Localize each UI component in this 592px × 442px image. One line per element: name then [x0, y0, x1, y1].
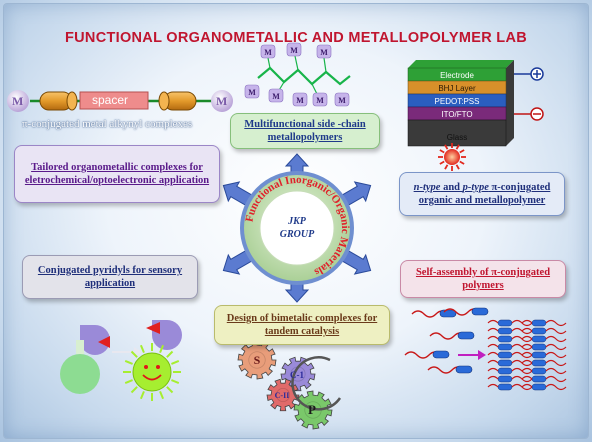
hub-circle: Functional Inorganic/Organic Materials J… [240, 171, 354, 285]
layer-electrode: Electrode [440, 71, 474, 80]
gear-icon [266, 378, 300, 412]
self-assembly-diagram [404, 307, 567, 391]
gear-label-p: P [308, 402, 316, 417]
device-stack: Electrode BHJ Layer PEDOT:PSS ITO/FTO Gl… [407, 60, 544, 147]
hub-arrow [340, 181, 372, 207]
cycle-arrow [291, 356, 342, 411]
metallopolymer-unit-label: M [248, 88, 256, 97]
spacer-complex-diagram [7, 90, 233, 112]
metallopolymer-chain: M M M M M M M M [244, 42, 351, 107]
hub-arrow [222, 181, 254, 207]
gear-label-c1: C-1 [290, 370, 304, 380]
metallopolymer-unit-label: M [338, 96, 346, 105]
sensor-diagram [60, 320, 182, 401]
gear-label-s: S [254, 353, 261, 367]
spacer-label: spacer [92, 93, 129, 107]
hub-center-line1: JKP [287, 216, 307, 227]
topic-self-assembly: Self-assembly of π-conjugated polymers [400, 260, 566, 298]
spacer-caption: π-conjugated metal alkynyl complexes [22, 118, 193, 130]
hub-arrows [222, 153, 372, 303]
metallopolymer-unit-label: M [272, 92, 280, 101]
metallopolymer-unit-label: M [320, 48, 328, 57]
metal-right-label: M [216, 94, 228, 108]
gear-label-c2: C-II [275, 391, 290, 400]
hub-arrow [222, 249, 254, 275]
page-title: FUNCTIONAL ORGANOMETALLIC AND METALLOPOL… [65, 30, 527, 46]
slide-frame [3, 3, 589, 439]
topic-pyridyls: Conjugated pyridyls for sensory applicat… [22, 255, 198, 299]
catalysis-gears [237, 340, 333, 430]
metallopolymer-unit-label: M [296, 96, 304, 105]
layer-pedot: PEDOT:PSS [435, 97, 480, 106]
topic-organometallic: Tailored organometallic complexes for el… [14, 145, 220, 203]
layer-bhj: BHJ Layer [438, 84, 476, 93]
topic-ntype-ptype: n-type and p-type π-conjugated organic a… [399, 172, 565, 216]
metallopolymer-unit-label: M [290, 46, 298, 55]
gear-icon [237, 340, 277, 380]
sun-icon [438, 143, 466, 171]
metallopolymer-unit-label: M [264, 48, 272, 57]
layer-ito: ITO/FTO [441, 110, 472, 119]
topic-catalysis: Design of bimetalic complexes for tandem… [214, 305, 390, 345]
metal-left-label: M [12, 94, 24, 108]
hub-center-line2: GROUP [280, 229, 315, 240]
hub-arrow [340, 249, 372, 275]
metallopolymer-unit-label: M [316, 96, 324, 105]
layer-glass: Glass [447, 133, 467, 142]
topic-metallopolymers: Multifunctional side -chain metallopolym… [230, 113, 380, 149]
